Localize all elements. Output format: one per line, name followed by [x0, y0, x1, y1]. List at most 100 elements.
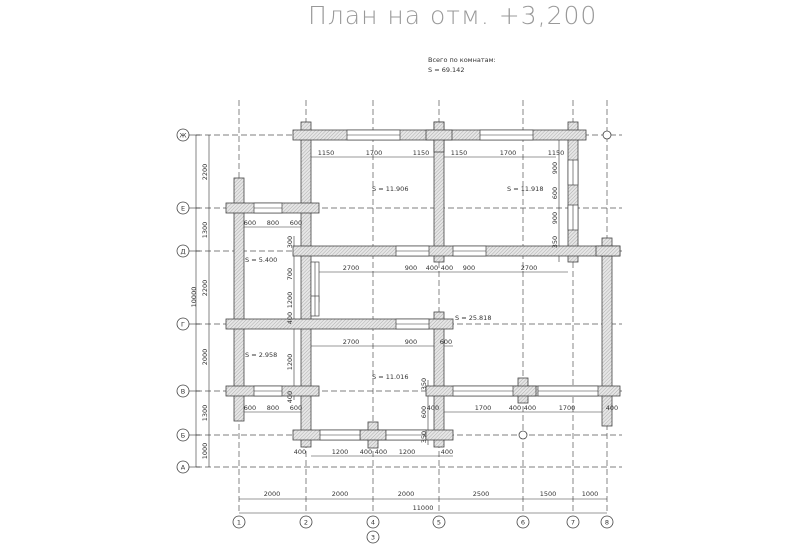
dimension-text: 600 — [290, 219, 302, 227]
dimension-text: 300 — [286, 236, 294, 248]
dimension-text: 600 — [244, 404, 256, 412]
dimension-text: 1000 — [201, 443, 209, 460]
dimension-text: 2200 — [201, 164, 209, 181]
dimension-text: 400 — [509, 404, 521, 412]
axis-label: 3 — [371, 534, 375, 542]
dimension-text: 600 — [551, 187, 559, 199]
dimension-text: 1300 — [201, 405, 209, 422]
dimension-text: 1700 — [475, 404, 492, 412]
axis-label: 7 — [571, 519, 575, 527]
axis-label: Ж — [179, 132, 186, 140]
dimension-text: 11000 — [413, 504, 434, 512]
axis-bubble — [299, 515, 313, 529]
wall — [300, 121, 312, 448]
dimension-text: 1700 — [500, 149, 517, 157]
room-area-label: S = 11.918 — [507, 185, 543, 193]
axis-label: 6 — [521, 519, 525, 527]
dimension-text: 900 — [405, 264, 417, 272]
axis-bubble — [516, 515, 530, 529]
dimension-text: 900 — [551, 162, 559, 174]
dimension-text: 2000 — [398, 490, 415, 498]
axis-label: 4 — [371, 519, 375, 527]
dimension-text: 1200 — [399, 448, 416, 456]
dimension-text: 400 — [427, 404, 439, 412]
dimension-text: 400 — [360, 448, 372, 456]
walls — [225, 121, 621, 449]
dimension-text: 1200 — [332, 448, 349, 456]
dimension-text: 2200 — [201, 280, 209, 297]
axis-label: А — [181, 464, 186, 472]
dimension-text: 2700 — [521, 264, 538, 272]
dimension-text: 350 — [551, 236, 559, 248]
wall — [425, 129, 453, 141]
dimension-text: 900 — [551, 212, 559, 224]
dimension-text: 400 — [286, 312, 294, 324]
axis-label: Б — [181, 432, 185, 440]
dimension-text: 700 — [286, 268, 294, 280]
wall — [567, 121, 579, 263]
dimension-text: 2500 — [473, 490, 490, 498]
room-area-label: S = 11.906 — [372, 185, 408, 193]
dimension-text: 2000 — [264, 490, 281, 498]
dimension-text: 350 — [420, 378, 428, 390]
summary-value: S = 69.142 — [428, 66, 464, 74]
axis-label: 1 — [237, 519, 241, 527]
room-area-label: S = 5.400 — [245, 256, 277, 264]
dimension-text: 400 — [426, 264, 438, 272]
wall — [509, 385, 537, 397]
axis-label: 8 — [605, 519, 609, 527]
dimension-text: 2000 — [201, 349, 209, 366]
dimension-lines — [195, 135, 612, 514]
dimension-text: 1150 — [318, 149, 335, 157]
room-area-label: S = 11.016 — [372, 373, 408, 381]
dimension-text: 600 — [290, 404, 302, 412]
dimension-text: 1200 — [286, 292, 294, 309]
axis-label: 2 — [304, 519, 308, 527]
axis-bubble — [232, 515, 246, 529]
dimension-text: 350 — [420, 431, 428, 443]
axis-bubble — [366, 515, 380, 529]
dimension-text: 600 — [244, 219, 256, 227]
dimension-text: 600 — [420, 406, 428, 418]
dimension-text: 800 — [267, 404, 279, 412]
axis-label: Г — [181, 321, 185, 329]
room-area-label: S = 2.958 — [245, 351, 277, 359]
axis-marker — [602, 130, 612, 140]
axis-marker — [518, 430, 528, 440]
wall — [225, 318, 454, 330]
wall — [601, 237, 613, 427]
dimension-text: 1500 — [540, 490, 557, 498]
dimension-text: 2700 — [343, 338, 360, 346]
axis-bubble — [366, 530, 380, 544]
dimension-text: 1300 — [201, 222, 209, 239]
axis-label: Д — [180, 248, 185, 256]
wall — [433, 311, 445, 448]
dimension-text: 400 — [441, 264, 453, 272]
dimension-text: 10000 — [190, 287, 198, 308]
dimension-text: 1700 — [559, 404, 576, 412]
axis-label: 5 — [437, 519, 441, 527]
axis-bubble — [566, 515, 580, 529]
dimension-text: 400 — [375, 448, 387, 456]
drawing-title: План на отм. +3,200 — [308, 1, 597, 30]
room-area-label: S = 25.818 — [455, 314, 491, 322]
dimension-text: 2000 — [332, 490, 349, 498]
dimension-text: 1200 — [286, 354, 294, 371]
dimension-text: 1150 — [413, 149, 430, 157]
wall — [233, 177, 245, 422]
dimension-text: 1000 — [582, 490, 599, 498]
axis-bubble — [432, 515, 446, 529]
dimension-text: 1150 — [451, 149, 468, 157]
axis-label: В — [181, 388, 185, 396]
dimension-text: 600 — [440, 338, 452, 346]
dimension-text: 1700 — [366, 149, 383, 157]
wall — [359, 429, 387, 441]
dimension-text: 900 — [463, 264, 475, 272]
dimension-text: 1150 — [548, 149, 565, 157]
dimension-text: 2700 — [343, 264, 360, 272]
dimension-text: 800 — [267, 219, 279, 227]
axis-label: Е — [181, 205, 185, 213]
dimension-text: 400 — [441, 448, 453, 456]
